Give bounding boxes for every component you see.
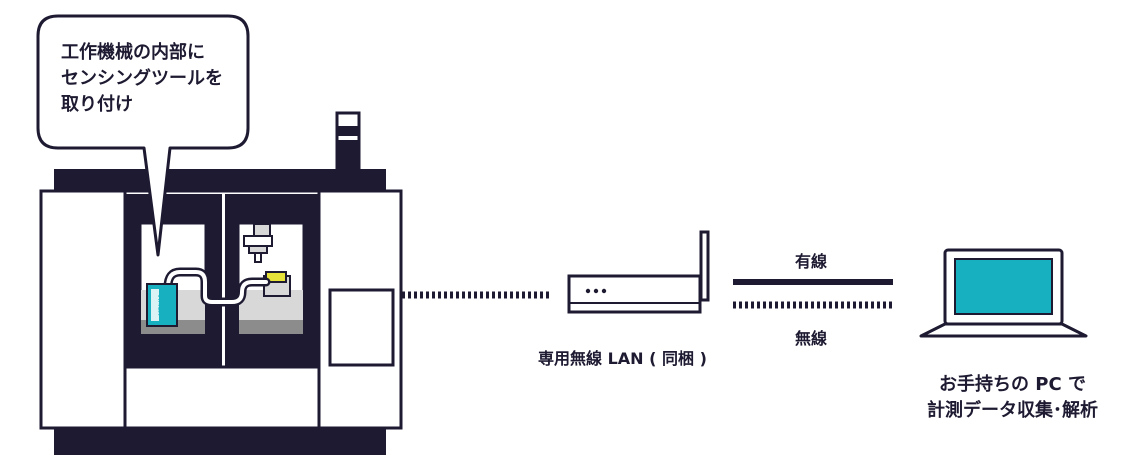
laptop-screen [954,258,1053,315]
callout-text: 工作機械の内部に センシングツールを 取り付け [61,42,223,115]
spindle [243,223,273,263]
router [567,230,710,314]
router-led [585,288,591,294]
sensor-brand-text: VIMCA [156,294,163,316]
control-panel [328,288,395,367]
router-antenna [699,230,710,302]
receiver-module [265,271,287,283]
router-body [567,274,702,314]
laptop [919,248,1088,338]
router-label: 専用無線 LAN ( 同梱 ) [538,349,707,368]
laptop-base [919,322,1088,338]
machine-tool [39,111,403,455]
sensor-brand-mark: VIMCA [156,294,163,316]
machine-top [54,169,386,191]
machine-base [54,428,386,455]
wireless-label: 無線 [795,329,828,348]
pc-label: お手持ちの PC で 計測データ収集･解析 [927,374,1098,421]
callout-bubble [36,14,250,257]
wired-label: 有線 [795,252,828,271]
